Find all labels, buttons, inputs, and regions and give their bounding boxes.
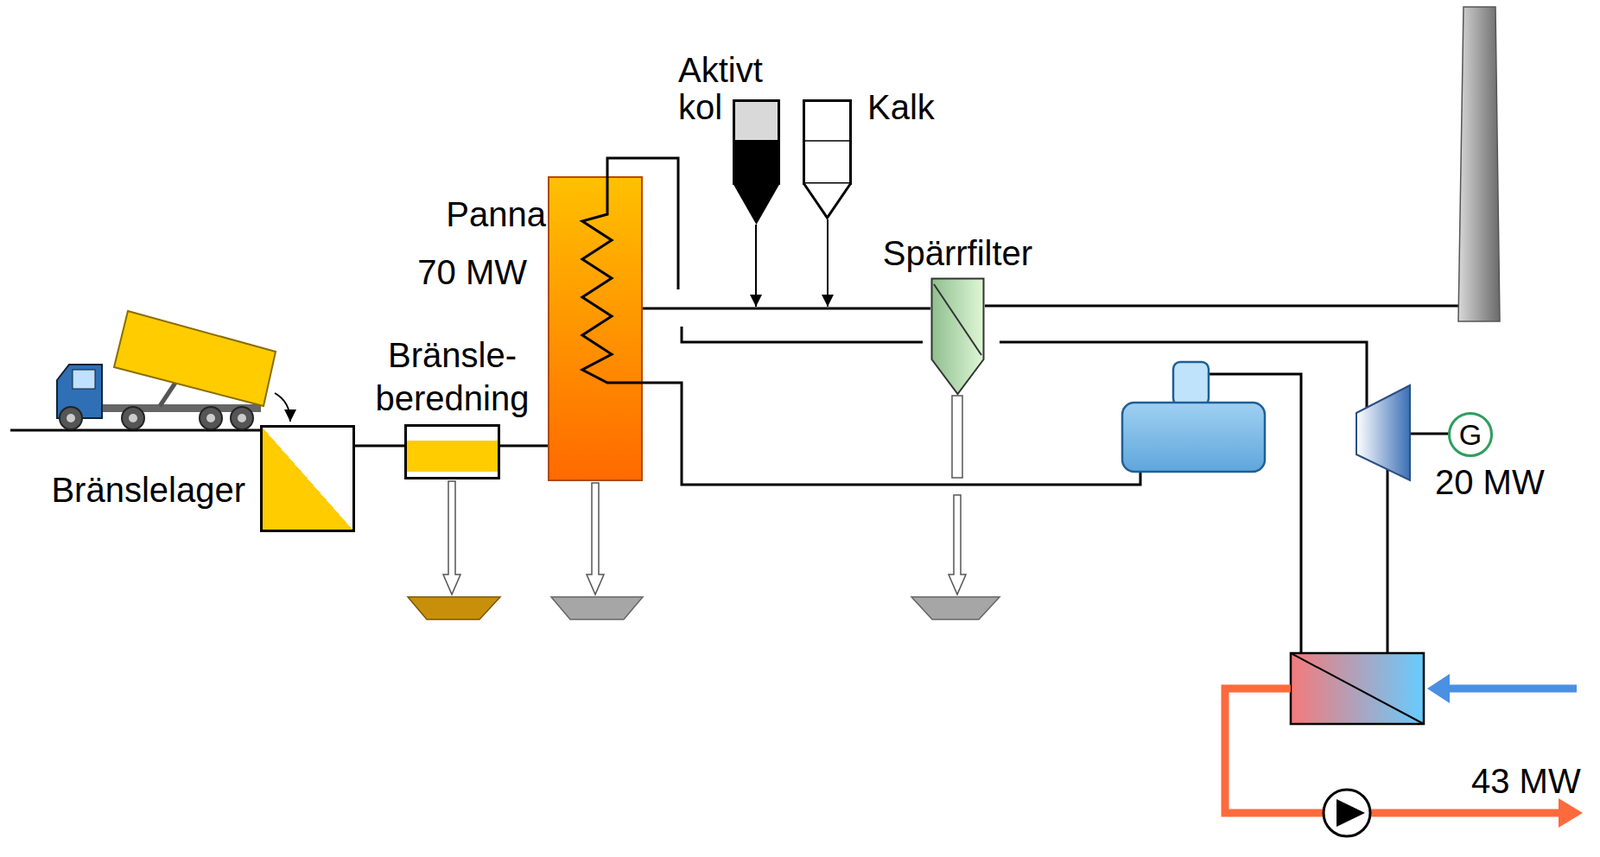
pump-triangle <box>1336 799 1366 827</box>
lime-hopper: Kalk <box>802 99 852 220</box>
pump-symbol <box>1323 789 1371 837</box>
boiler-coil <box>582 176 643 383</box>
node-label: Spärrfilter <box>882 234 1033 273</box>
filter-diagonal <box>933 284 982 356</box>
wheel-hub <box>237 413 247 423</box>
district-heat-arrowhead <box>1558 798 1583 828</box>
boiler-box: Panna70 MW <box>547 176 643 482</box>
truck-wheel <box>230 406 254 430</box>
turbine-symbol <box>1356 385 1410 481</box>
exchanger-diagonal <box>1290 653 1424 724</box>
truck-wheel <box>121 406 145 430</box>
node-label: G <box>1459 419 1482 450</box>
node-label: Bränslelager <box>50 470 246 509</box>
steam-line <box>999 342 1367 408</box>
bag-filter-shape <box>930 277 985 396</box>
flue-gas-connector <box>355 444 405 448</box>
dosing-arrow <box>755 224 757 307</box>
hollow-arrow <box>443 481 461 595</box>
truck-ram <box>159 380 178 407</box>
generator-circle: G <box>1447 412 1493 458</box>
node-label: Panna <box>445 195 547 234</box>
wheel-hub <box>206 413 216 423</box>
filter-body <box>932 279 985 395</box>
hopper-content <box>734 140 780 223</box>
hollow-arrow <box>948 495 966 595</box>
node-label: Bränsle- beredning <box>366 333 540 420</box>
carbon-hopper-shape <box>732 99 781 225</box>
hopper-level <box>804 139 851 142</box>
ash-tray <box>551 596 643 620</box>
shaft-line <box>1409 432 1449 436</box>
dosing-arrow <box>826 219 829 307</box>
unload-arrow <box>274 393 291 422</box>
heat-exchanger <box>1290 653 1424 724</box>
carbon-hopper: Aktivt kol <box>732 99 781 225</box>
truck-window <box>72 369 96 389</box>
hollow-arrow <box>586 482 604 595</box>
wheel-hub <box>128 413 138 423</box>
hopper-bin <box>804 101 851 185</box>
filter-chute <box>952 395 963 478</box>
exhaust-steam-line <box>1386 469 1390 654</box>
fuel-storage-bin: Bränslelager <box>260 425 356 533</box>
reject-tray <box>407 596 501 620</box>
flue-gas-connector <box>500 444 548 448</box>
chimney <box>1458 6 1500 322</box>
boiler-box-shape <box>549 177 642 480</box>
return-water-arrowhead <box>1427 673 1450 704</box>
return-water-pipe <box>1444 685 1577 693</box>
node-label: Aktivt kol <box>678 51 774 127</box>
flue-gas-line <box>984 304 1461 308</box>
fuel-preparation-box: Bränsle- beredning <box>404 424 501 480</box>
water-line <box>642 382 1141 485</box>
node-label: 70 MW <box>417 253 527 292</box>
steam-line <box>681 326 923 343</box>
flue-gas-connector <box>642 307 931 311</box>
wheel-hub <box>66 413 76 423</box>
heat-output: 43 MW <box>1471 761 1581 800</box>
steam-drum <box>1122 402 1265 472</box>
truck-body <box>114 311 276 407</box>
truck-wheel <box>199 406 223 430</box>
drum-dome <box>1173 361 1209 406</box>
ash-tray <box>911 596 1000 620</box>
node-label: Kalk <box>867 88 935 127</box>
bag-filter: Spärrfilter <box>930 277 985 396</box>
power-output: 20 MW <box>1434 463 1545 502</box>
truck-wheel <box>59 406 83 430</box>
lime-hopper-shape <box>802 99 852 220</box>
hopper-cone <box>804 184 851 219</box>
